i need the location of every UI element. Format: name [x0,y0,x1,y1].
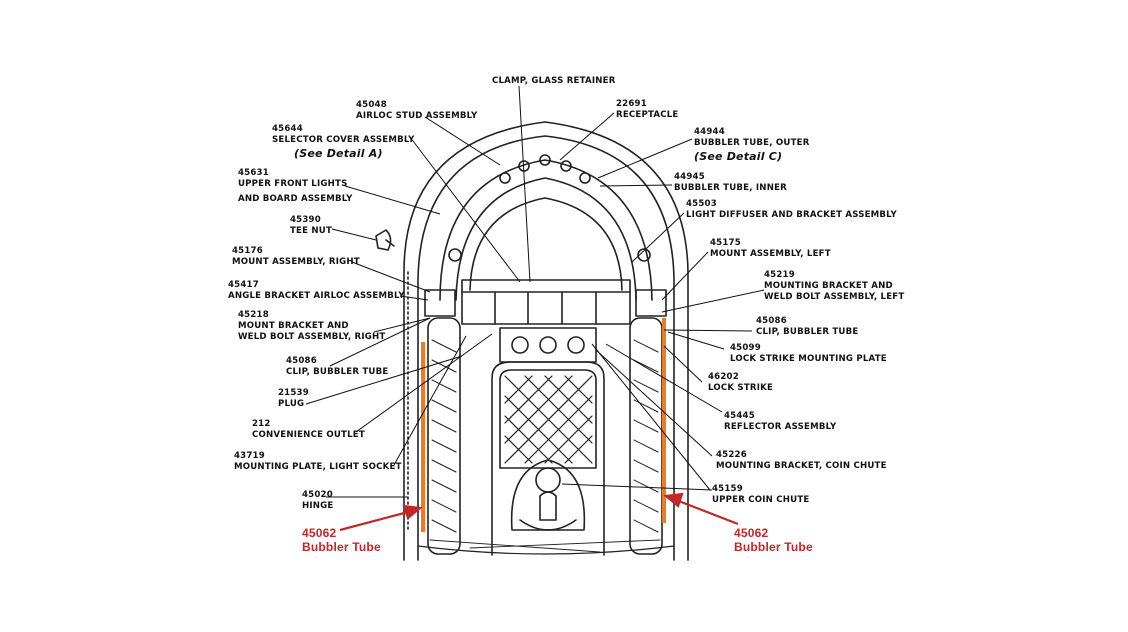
lattice-grille [504,375,593,464]
label-mount-right: 45176 MOUNT ASSEMBLY, RIGHT [232,246,360,267]
part-number: 45417 [228,280,259,290]
red-arrow-right [663,492,739,526]
part-number: 45226 [716,450,747,460]
part-number: 45159 [712,484,743,494]
part-number: 45631 [238,168,269,178]
part-number: 45644 [272,124,303,134]
part-number: 45175 [710,238,741,248]
label-angle-bracket: 45417 ANGLE BRACKET AIRLOC ASSEMBLY [228,280,405,301]
part-number: 45219 [764,270,795,280]
cabinet-inner-arch [417,135,675,561]
bubbler-tube-left [421,342,425,532]
label-mounting-plate: 43719 MOUNTING PLATE, LIGHT SOCKET [234,451,402,472]
grille-frame [491,361,605,556]
selector-window [461,279,631,325]
label-reflector: 45445 REFLECTOR ASSEMBLY [724,411,837,432]
label-convenience-outlet: 212 CONVENIENCE OUTLET [252,419,365,440]
label-coin-chute-bracket: 45226 MOUNTING BRACKET, COIN CHUTE [716,450,887,471]
part-number: 45062 [302,526,337,540]
part-number: 22691 [616,99,647,109]
bubbler-tube-right [662,318,666,523]
label-clip-right: 45086 CLIP, BUBBLER TUBE [286,356,389,377]
part-number: 45020 [302,490,333,500]
part-number: 44944 [694,127,725,137]
label-upper-coin-chute: 45159 UPPER COIN CHUTE [712,484,810,505]
label-clamp: CLAMP, GLASS RETAINER [492,76,616,86]
label-plug: 21539 PLUG [278,388,309,409]
part-number: 45503 [686,199,717,209]
leader-lines [305,85,765,498]
part-number: 45048 [356,100,387,110]
part-number: 45086 [286,356,317,366]
side-column-left [427,317,461,555]
part-number: 45099 [730,343,761,353]
coin-chute-ornament [510,459,586,531]
label-bubbler-inner: 44945 BUBBLER TUBE, INNER [674,172,787,193]
label-clip-left: 45086 CLIP, BUBBLER TUBE [756,316,859,337]
label-lock-strike: 46202 LOCK STRIKE [708,372,774,393]
label-bubbler-tube-right: 45062 Bubbler Tube [734,526,813,554]
label-lock-strike-plate: 45099 LOCK STRIKE MOUNTING PLATE [730,343,887,364]
label-receptacle: 22691 RECEPTACLE [616,99,679,120]
part-number: 212 [252,419,271,429]
label-selector-cover: 45644 SELECTOR COVER ASSEMBLY (See Detai… [272,124,415,160]
part-number: 21539 [278,388,309,398]
part-number: 46202 [708,372,739,382]
label-mounting-bracket-left: 45219 MOUNTING BRACKET AND WELD BOLT ASS… [764,270,905,302]
part-number: 43719 [234,451,265,461]
part-number: 44945 [674,172,705,182]
red-arrow-left [339,504,423,532]
cabinet-outer-arch [403,121,689,561]
label-bubbler-outer: 44944 BUBBLER TUBE, OUTER (See Detail C) [694,127,810,163]
bulb-housing [499,327,597,363]
label-airloc-stud: 45048 AIRLOC STUD ASSEMBLY [356,100,478,121]
part-number: 45062 [734,526,769,540]
label-hinge: 45020 HINGE [302,490,334,511]
label-mount-bracket-right: 45218 MOUNT BRACKET AND WELD BOLT ASSEMB… [238,310,386,342]
part-number: 45445 [724,411,755,421]
side-column-right [629,317,663,555]
front-arch [439,159,653,301]
label-bubbler-tube-left: 45062 Bubbler Tube [302,526,381,554]
part-number: 45176 [232,246,263,256]
column-spiral [431,339,659,533]
tee-nut-part [375,229,392,251]
glass-arch [469,197,623,291]
label-tee-nut: 45390 TEE NUT [290,215,333,236]
label-upper-front-lights: 45631 UPPER FRONT LIGHTS AND BOARD ASSEM… [238,168,353,204]
front-arch-inner [455,177,637,301]
part-number: 45086 [756,316,787,326]
part-number: 45390 [290,215,321,225]
part-number: 45218 [238,310,269,320]
label-mount-left: 45175 MOUNT ASSEMBLY, LEFT [710,238,831,259]
label-light-diffuser: 45503 LIGHT DIFFUSER AND BRACKET ASSEMBL… [686,199,897,220]
light-bulb [499,172,511,184]
